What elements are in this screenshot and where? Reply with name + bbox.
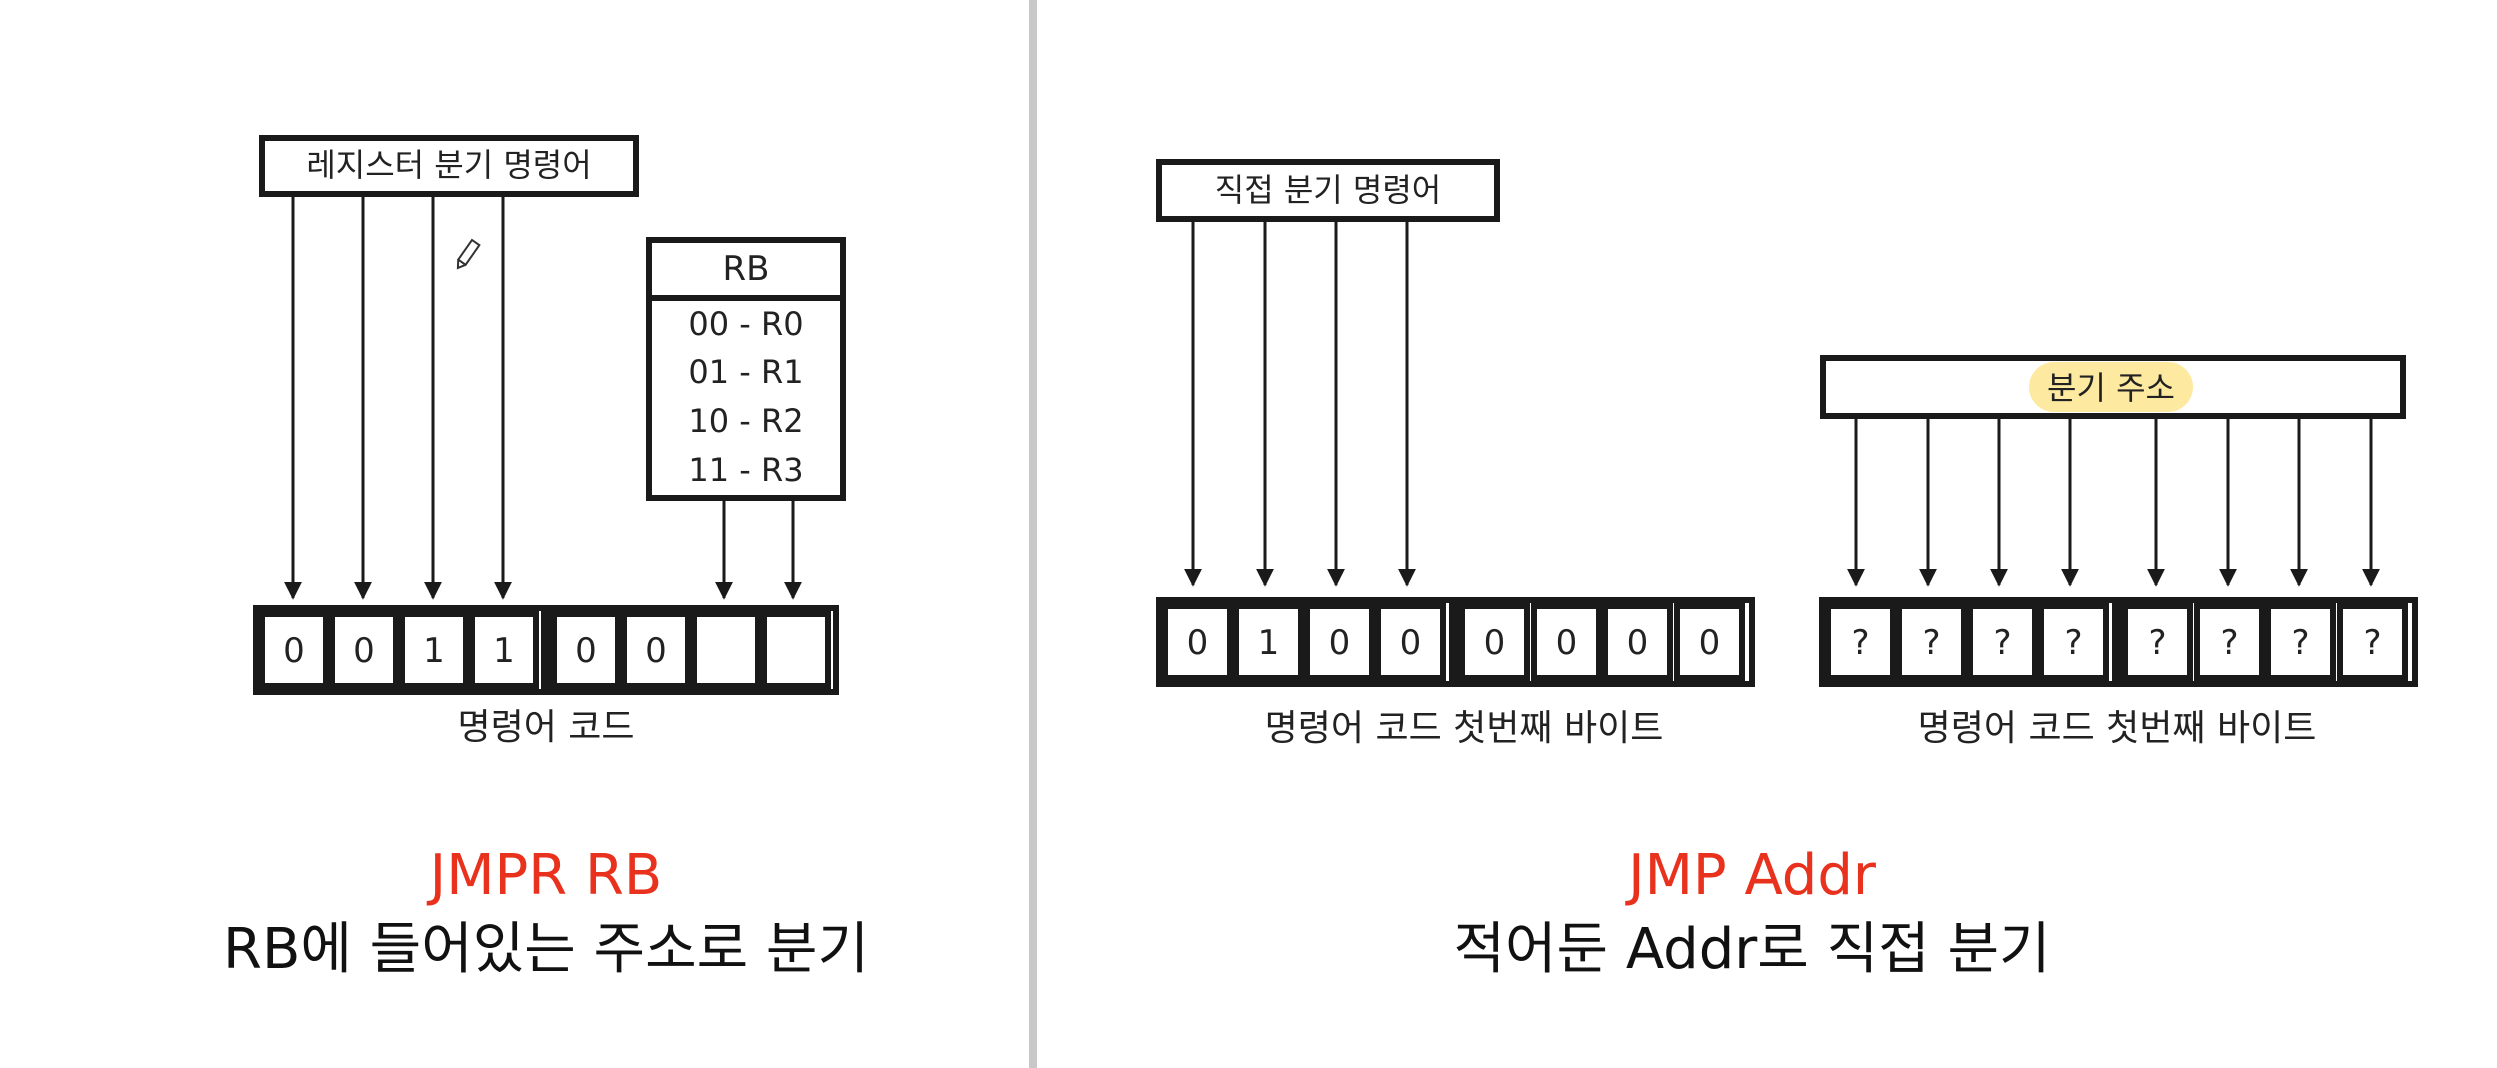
- right-bit-cells: 0 1 0 0 0 0 0 0: [1162, 603, 1745, 681]
- bit-value: ?: [1993, 623, 2011, 663]
- bit-value: 0: [1627, 623, 1649, 663]
- bit-cell: [1375, 603, 1446, 681]
- bit-cell: [2265, 603, 2336, 681]
- rb-table-row: 10 - R2: [688, 402, 803, 440]
- rb-table-row: 00 - R0: [688, 305, 803, 343]
- bit-value: ?: [1922, 623, 1940, 663]
- panel-divider: [1029, 0, 1037, 1068]
- bit-cell: [551, 611, 621, 689]
- bit-cell: [1531, 603, 1602, 681]
- bit-value: 0: [1187, 623, 1209, 663]
- bit-cell: [1233, 603, 1304, 681]
- bit-cell: [2122, 603, 2193, 681]
- rb-table-header: RB: [723, 249, 770, 289]
- address-label: 분기 주소: [2047, 369, 2175, 407]
- bit-cell: [1459, 603, 1530, 681]
- bit-value: 0: [1329, 623, 1351, 663]
- bit-cell: [1162, 603, 1233, 681]
- bit-value: ?: [2220, 623, 2238, 663]
- left-bit-cells: 0 0 1 1 0 0: [259, 611, 831, 689]
- address-arrows: [1847, 419, 2380, 587]
- right-instruction-label: 직접 분기 명령어: [1215, 171, 1441, 209]
- right-subtitle: 적어둔 Addr로 직접 분기: [1453, 917, 2050, 982]
- bit-cell: [1602, 603, 1673, 681]
- bit-cell: [469, 611, 539, 689]
- address-caption: 명령어 코드 첫번째 바이트: [1918, 708, 2317, 749]
- bit-value: ?: [2363, 623, 2381, 663]
- bit-value: 0: [1484, 623, 1506, 663]
- bit-cell: [761, 611, 831, 689]
- left-panel: 레지스터 분기 명령어 RB 00 - R0 01 - R1 10 - R2 1…: [223, 135, 869, 982]
- bit-cell: [2038, 603, 2109, 681]
- bit-cell: [1967, 603, 2038, 681]
- bit-value: 0: [1400, 623, 1422, 663]
- bit-cell: [2337, 603, 2408, 681]
- bit-value: 1: [1258, 623, 1280, 663]
- left-instruction-box: [259, 135, 639, 197]
- address-bit-cells: ????????: [1825, 603, 2408, 681]
- rb-arrows: [715, 501, 802, 600]
- right-instruction-box: [1156, 159, 1500, 222]
- bit-cell: [1674, 603, 1745, 681]
- right-instruction-arrows: [1184, 222, 1416, 587]
- bit-cell: [1825, 603, 1896, 681]
- left-caption: 명령어 코드: [457, 707, 634, 748]
- bit-value: 1: [423, 631, 445, 671]
- left-instruction-label: 레지스터 분기 명령어: [306, 146, 591, 184]
- left-instruction-arrows: [284, 197, 512, 600]
- bit-value: 0: [353, 631, 375, 671]
- bit-value: 1: [493, 631, 515, 671]
- pencil-icon: [456, 238, 481, 270]
- bit-value: ?: [2064, 623, 2082, 663]
- bit-cell: [621, 611, 691, 689]
- bit-cell: [691, 611, 761, 689]
- bit-value: 0: [575, 631, 597, 671]
- bit-value: 0: [645, 631, 667, 671]
- bit-value: ?: [2291, 623, 2309, 663]
- left-title: JMPR RB: [427, 843, 663, 908]
- bit-cell: [2194, 603, 2265, 681]
- bit-cell: [329, 611, 399, 689]
- bit-value: 0: [283, 631, 305, 671]
- rb-table: [646, 237, 846, 501]
- right-title: JMP Addr: [1625, 843, 1877, 908]
- rb-table-row: 11 - R3: [688, 451, 803, 489]
- bit-cell: [259, 611, 329, 689]
- bit-cell: [1896, 603, 1967, 681]
- bit-value: 0: [1699, 623, 1721, 663]
- address-highlight: [2029, 362, 2193, 412]
- right-panel: 직접 분기 명령어 분기 주소 0 1 0 0 0 0 0 0 ????????: [1156, 159, 2418, 982]
- bit-cell: [399, 611, 469, 689]
- bit-value: ?: [2148, 623, 2166, 663]
- bit-cell: [1304, 603, 1375, 681]
- bit-value: ?: [1851, 623, 1869, 663]
- left-subtitle: RB에 들어있는 주소로 분기: [223, 917, 869, 982]
- bit-value: 0: [1556, 623, 1578, 663]
- rb-table-row: 01 - R1: [688, 353, 803, 391]
- right-caption: 명령어 코드 첫번째 바이트: [1265, 708, 1664, 749]
